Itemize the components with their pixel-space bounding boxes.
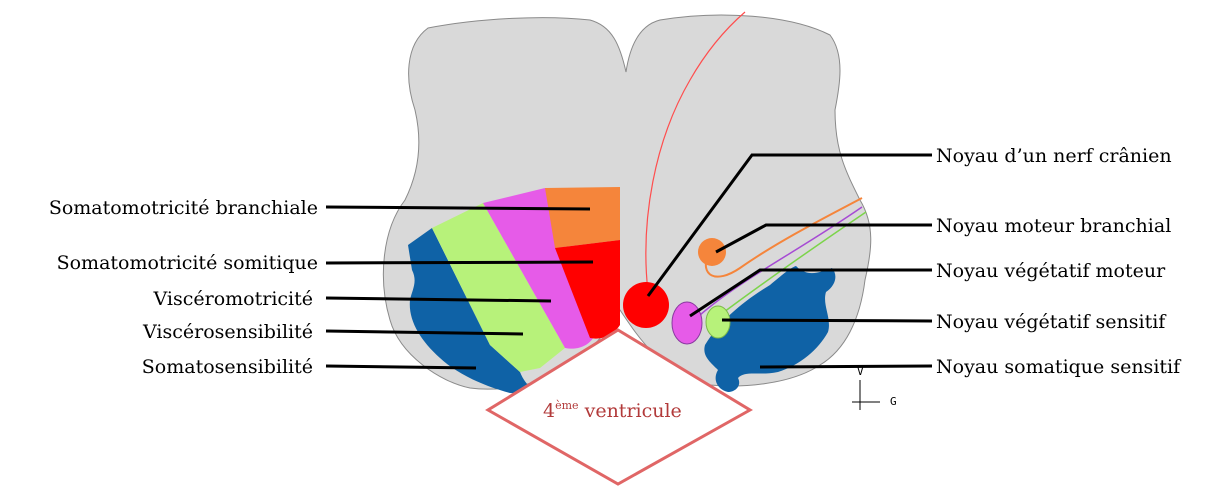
motor-branchial-fiber: [704, 197, 863, 278]
right-somatosensory-nucleus: [704, 266, 836, 392]
left-viscerosensory-column: [432, 203, 565, 372]
label-noyau-vegetatif-sensitif: Noyau végétatif sensitif: [936, 311, 1167, 333]
leader-noyau-nerf-cranien: [646, 153, 932, 297]
leader-somatosensibilite: [325, 364, 477, 370]
orientation-marker: V G: [852, 365, 897, 410]
leader-noyau-vegetatif-moteur: [689, 268, 932, 318]
cranial-nerve-nucleus: [623, 282, 669, 328]
left-somatosensory-column: [408, 228, 540, 395]
orientation-ventral-label: V: [857, 365, 864, 378]
left-visceromotor-column: [483, 188, 595, 349]
visceromotor-nucleus: [671, 301, 703, 345]
leader-somatomotricite-branchiale: [325, 205, 591, 211]
label-viscerosensibilite: Viscérosensibilité: [142, 321, 313, 343]
label-noyau-nerf-cranien: Noyau d’un nerf crânien: [936, 145, 1172, 167]
branchial-motor-nucleus: [698, 238, 726, 266]
leader-noyau-moteur-branchial: [715, 223, 932, 254]
label-noyau-moteur-branchial: Noyau moteur branchial: [936, 215, 1171, 237]
left-branchial-motor-column: [545, 187, 620, 248]
label-somatomotricite-branchiale: Somatomotricité branchiale: [49, 197, 318, 219]
leader-noyau-somatique-sensitif: [759, 364, 933, 369]
label-noyau-somatique-sensitif: Noyau somatique sensitif: [936, 356, 1182, 378]
orientation-lateral-label: G: [890, 395, 897, 408]
leader-somatomotricite-somitique: [325, 260, 594, 265]
viscerosensory-nucleus: [705, 305, 731, 339]
leader-viscerosensibilite: [325, 329, 524, 336]
label-noyau-vegetatif-moteur: Noyau végétatif moteur: [936, 260, 1166, 282]
label-visceromotricite: Viscéromotricité: [153, 288, 313, 310]
cranial-nerve-fiber: [645, 11, 746, 293]
left-somitic-motor-column: [555, 240, 620, 339]
label-somatomotricite-somitique: Somatomotricité somitique: [57, 252, 318, 274]
label-somatosensibilite: Somatosensibilité: [142, 356, 313, 378]
fourth-ventricle-label: 4ème ventricule: [543, 399, 682, 422]
visceromotor-fiber: [699, 206, 863, 316]
leader-noyau-vegetatif-sensitif: [721, 318, 933, 323]
fourth-ventricle-outline: [485, 328, 753, 486]
leader-visceromotricite: [325, 296, 552, 303]
